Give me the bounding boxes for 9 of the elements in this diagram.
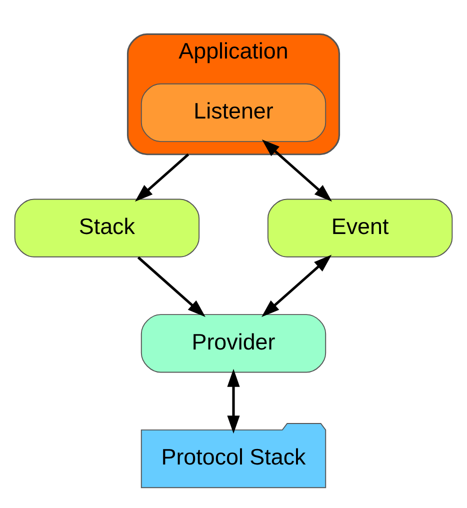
node-box: Listener: [140, 82, 326, 142]
node-box: Provider: [140, 314, 326, 372]
node-box: Event: [267, 198, 453, 257]
arrow: [137, 256, 206, 316]
arrow: [227, 368, 240, 434]
arrow: [134, 152, 190, 202]
arrow: [262, 254, 332, 316]
arrow: [262, 138, 332, 202]
node-box: Stack: [14, 198, 200, 257]
